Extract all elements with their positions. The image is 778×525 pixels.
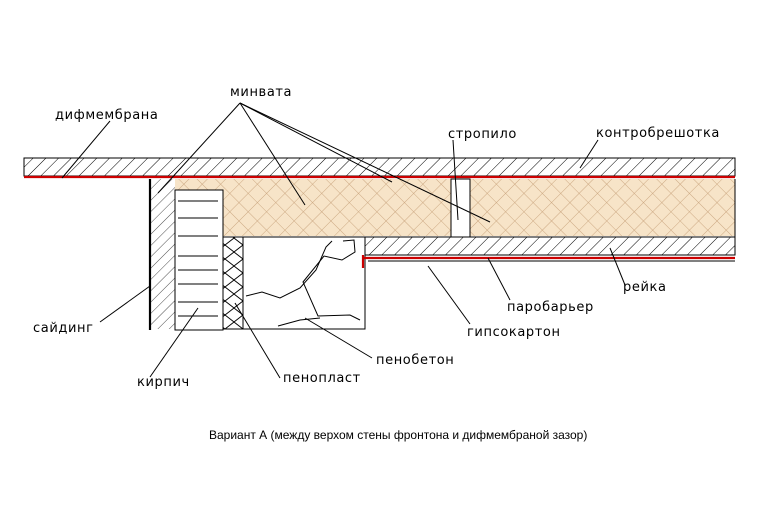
leader-penobeton <box>304 317 373 359</box>
brick-courses <box>178 200 218 317</box>
leader-reika <box>609 247 626 286</box>
leader-kirpich <box>149 307 199 378</box>
leader-kontrobreshotka <box>579 139 599 169</box>
foam-plastic <box>222 236 244 330</box>
leader-paroberer <box>487 257 511 301</box>
leader-saiding <box>99 285 151 323</box>
label-difmembrana: дифмембрана <box>55 108 158 123</box>
leader-minvata-4 <box>239 102 393 183</box>
label-minvata: минвата <box>230 85 292 100</box>
diagram-caption: Вариант А (между верхом стены фронтона и… <box>209 428 587 442</box>
brick <box>174 189 224 331</box>
leader-minvata-3 <box>239 102 491 223</box>
leader-difmembrana <box>61 120 111 179</box>
leader-penoplast <box>234 302 281 379</box>
label-kirpich: кирпич <box>137 375 190 390</box>
label-reika: рейка <box>623 280 667 295</box>
label-stropilo: стропило <box>448 127 517 142</box>
leader-minvata-1 <box>157 102 241 194</box>
foam-concrete-crack-3 <box>277 317 321 327</box>
leader-gipsokarton <box>427 265 471 325</box>
label-penobeton: пенобетон <box>376 353 454 368</box>
foam-concrete-crack-2 <box>302 239 361 321</box>
leader-minvata-2 <box>239 102 306 206</box>
foam-concrete-crack-1 <box>245 240 333 299</box>
label-penoplast: пенопласт <box>283 371 361 386</box>
leader-lines <box>61 102 626 379</box>
label-kontrobreshotka: контробрешотка <box>596 126 720 141</box>
label-paroberer: паробарьер <box>507 300 594 315</box>
batten-strip <box>364 236 736 256</box>
label-saiding: сайдинг <box>33 321 94 336</box>
label-gipsokarton: гипсокартон <box>467 325 561 340</box>
siding <box>150 179 175 329</box>
leader-stropilo <box>452 139 459 221</box>
roof-board-strip <box>23 157 736 177</box>
